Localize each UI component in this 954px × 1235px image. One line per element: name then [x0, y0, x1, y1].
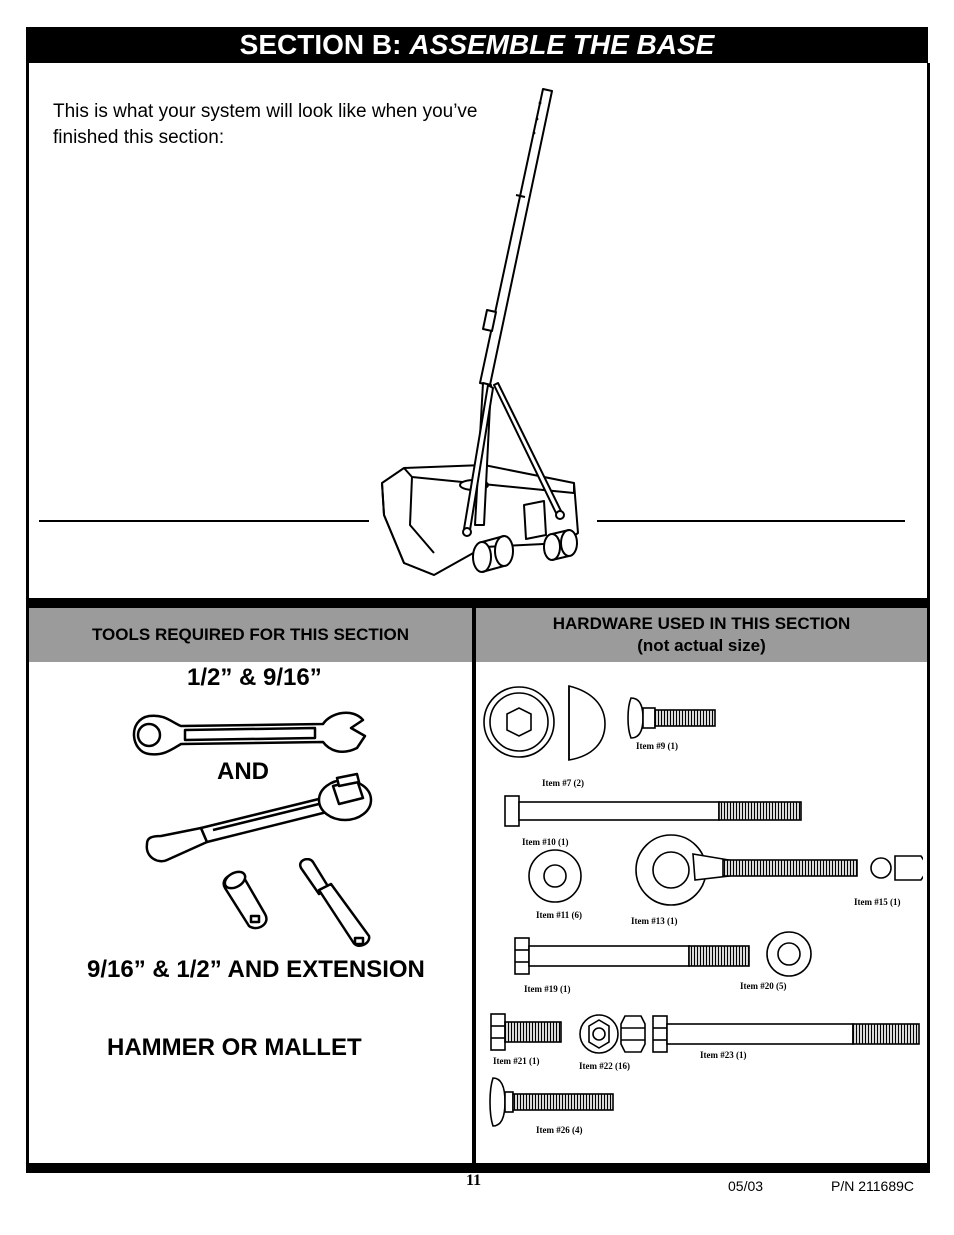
item-21-hex-bolt-icon: [490, 1013, 562, 1051]
item-13-eye-bolt-icon: [635, 834, 858, 906]
ratchet-icon: [145, 772, 373, 863]
item-26-label: Item #26 (4): [536, 1125, 583, 1135]
item-9-label: Item #9 (1): [636, 741, 678, 751]
right-rule: [597, 520, 905, 522]
item-23-hex-bolt-icon: [652, 1015, 920, 1053]
left-rule: [39, 520, 369, 522]
intro-text: This is what your system will look like …: [53, 101, 478, 148]
and-label: AND: [217, 758, 269, 785]
item-15-label: Item #15 (1): [854, 897, 901, 907]
hardware-header: HARDWARE USED IN THIS SECTION (not actua…: [476, 608, 927, 662]
hardware-header-title: HARDWARE USED IN THIS SECTION: [552, 614, 851, 633]
hammer-label: HAMMER OR MALLET: [107, 1034, 362, 1061]
sockets-label: 9/16” & 1/2” AND EXTENSION: [87, 956, 425, 983]
item-11-washer-icon: [528, 849, 582, 903]
section-title-prefix: SECTION B:: [239, 29, 402, 60]
item-11-label: Item #11 (6): [536, 910, 582, 920]
item-15-connector-icon: [870, 855, 923, 881]
combination-wrench-icon: [132, 711, 367, 756]
item-10-label: Item #10 (1): [522, 837, 569, 847]
item-13-label: Item #13 (1): [631, 916, 678, 926]
item-19-hex-bolt-icon: [514, 937, 750, 975]
item-23-label: Item #23 (1): [700, 1050, 747, 1060]
hardware-illustrations: [483, 684, 923, 1127]
item-20-label: Item #20 (5): [740, 981, 787, 991]
item-10-hex-bolt-icon: [504, 795, 802, 827]
section-title-name: ASSEMBLE THE BASE: [409, 29, 715, 60]
base-assembly-illustration: [381, 88, 579, 576]
tools-hardware-panel: TOOLS REQUIRED FOR THIS SECTION HARDWARE…: [26, 608, 930, 1173]
tools-header: TOOLS REQUIRED FOR THIS SECTION: [29, 608, 472, 662]
wrench-sizes-label: 1/2” & 9/16”: [187, 664, 322, 691]
item-9-carriage-bolt-icon: [627, 697, 716, 739]
item-7-label: Item #7 (2): [542, 778, 584, 788]
item-20-washer-icon: [766, 931, 812, 977]
revision-date: 05/03: [728, 1178, 764, 1194]
page-number: 11: [466, 1172, 482, 1189]
item-19-label: Item #19 (1): [524, 984, 571, 994]
item-7-cap-nut-icon: [483, 684, 606, 761]
item-22-flange-nut-icon: [579, 1014, 646, 1054]
hardware-header-note: (not actual size): [637, 636, 766, 655]
socket-extension-icon: [222, 858, 371, 947]
item-22-label: Item #22 (16): [579, 1061, 630, 1071]
part-number: P/N 211689C: [831, 1178, 915, 1194]
item-26-carriage-bolt-icon: [489, 1077, 614, 1127]
finished-preview-panel: This is what your system will look like …: [26, 63, 930, 608]
section-title: SECTION B: ASSEMBLE THE BASE: [26, 27, 928, 63]
column-divider: [472, 608, 476, 1163]
item-21-label: Item #21 (1): [493, 1056, 540, 1066]
